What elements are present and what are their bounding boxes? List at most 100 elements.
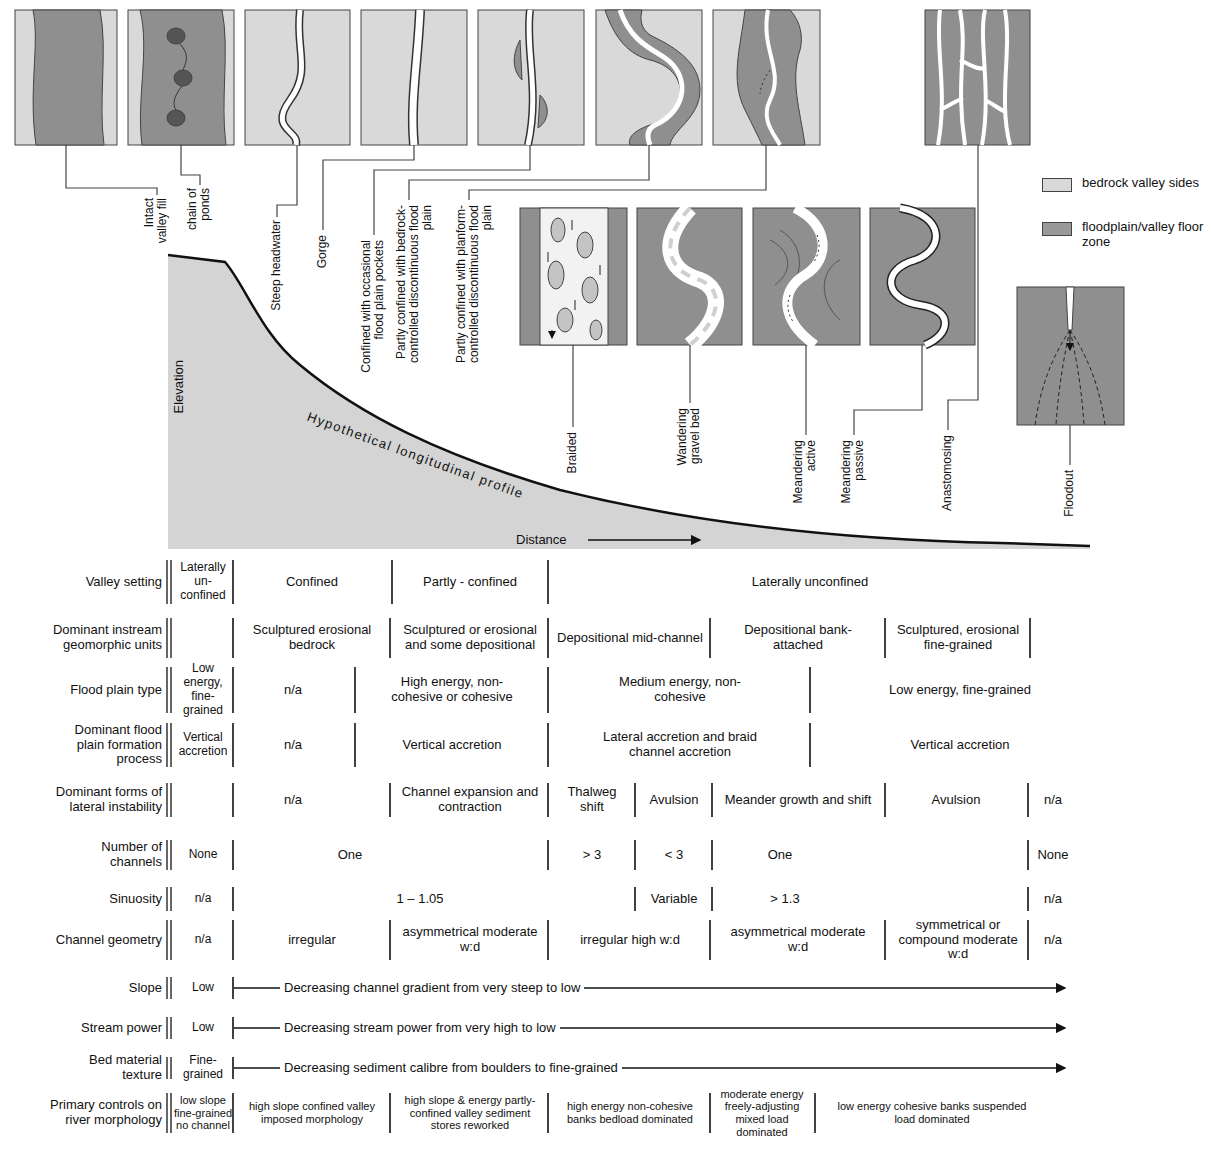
legend-text: floodplain/valley floor zone xyxy=(1082,220,1204,250)
table-cell: Medium energy, non-cohesive xyxy=(605,675,755,705)
table-dividers xyxy=(167,560,1030,1133)
divider xyxy=(634,887,636,911)
table-cell: n/a xyxy=(1031,892,1076,907)
table-cell: n/a xyxy=(172,933,234,947)
row-header: Slope xyxy=(50,981,162,996)
table-cell: Low energy, fine-grained xyxy=(172,662,234,717)
divider xyxy=(166,920,168,960)
row-header: Dominant instream geomorphic units xyxy=(50,623,162,653)
table-cell: n/a xyxy=(263,738,323,753)
trend-label: Decreasing stream power from very high t… xyxy=(280,1021,560,1036)
divider xyxy=(709,920,711,960)
table-cell: n/a xyxy=(1031,933,1076,948)
table-cell: Meander growth and shift xyxy=(723,793,873,808)
table-cell: n/a xyxy=(172,892,234,906)
table-cell: None xyxy=(172,848,234,862)
table-cell: Sculptured erosional bedrock xyxy=(237,623,387,653)
table-cell: Avulsion xyxy=(638,793,710,808)
divider xyxy=(232,840,234,870)
table-cell: n/a xyxy=(1031,793,1076,808)
divider xyxy=(884,920,886,960)
divider xyxy=(1027,887,1029,911)
divider xyxy=(634,840,636,870)
table-cell: Laterally unconfined xyxy=(660,575,960,590)
divider xyxy=(166,977,168,999)
divider xyxy=(232,1093,234,1133)
table-cell: low energy cohesive banks suspended load… xyxy=(832,1100,1032,1125)
table-cell: Laterally un-confined xyxy=(172,561,234,602)
reach-label: Intact valley fill xyxy=(143,198,169,260)
reach-label: Meandering active xyxy=(792,440,818,510)
table-cell: Depositional bank-attached xyxy=(723,623,873,653)
leader-lines xyxy=(66,145,1070,465)
divider xyxy=(166,1093,168,1133)
divider xyxy=(809,723,811,767)
reach-label: Meandering passive xyxy=(840,440,866,510)
table-cell: < 3 xyxy=(639,848,709,863)
divider xyxy=(232,560,234,604)
divider xyxy=(711,840,713,870)
divider xyxy=(547,723,549,767)
divider xyxy=(547,783,549,817)
reach-label: Braided xyxy=(566,432,579,482)
table-cell: moderate energy freely-adjusting mixed l… xyxy=(712,1088,812,1139)
table-cell: Low xyxy=(172,1021,234,1035)
table-cell: Low xyxy=(172,981,234,995)
table-cell: asymmetrical moderate w:d xyxy=(728,925,868,955)
table-cell: Sculptured, erosional fine-grained xyxy=(891,623,1026,653)
row-header: Sinuosity xyxy=(50,892,162,907)
divider xyxy=(170,1093,172,1133)
divider xyxy=(547,667,549,713)
trend-label: Decreasing sediment calibre from boulder… xyxy=(280,1061,622,1076)
divider xyxy=(232,920,234,960)
reach-label: Gorge xyxy=(316,235,329,277)
divider xyxy=(232,667,234,713)
divider xyxy=(389,783,391,817)
divider xyxy=(166,1017,168,1039)
table-cell: n/a xyxy=(263,793,323,808)
row-header: Number of channels xyxy=(50,840,162,870)
divider xyxy=(389,618,391,658)
table-cell: > 1.3 xyxy=(735,892,835,907)
legend-swatch xyxy=(1042,178,1072,192)
table-cell: low slope fine-grained no channel xyxy=(172,1094,234,1132)
divider xyxy=(232,1017,234,1039)
legend-text: bedrock valley sides xyxy=(1082,176,1204,191)
distance-arrow xyxy=(588,539,700,540)
divider xyxy=(170,723,172,767)
divider xyxy=(814,1093,816,1133)
row-header: Dominant flood plain formation process xyxy=(50,723,162,768)
divider xyxy=(232,887,234,911)
table-cell: symmetrical or compound moderate w:d xyxy=(893,918,1023,963)
divider xyxy=(170,1057,172,1079)
divider xyxy=(166,723,168,767)
table-cell: Confined xyxy=(237,575,387,590)
divider xyxy=(170,840,172,870)
divider xyxy=(166,667,168,713)
divider xyxy=(170,887,172,911)
table-cell: irregular high w:d xyxy=(560,933,700,948)
divider xyxy=(232,977,234,999)
divider xyxy=(1027,840,1029,870)
divider xyxy=(709,1093,711,1133)
divider xyxy=(232,1057,234,1079)
divider xyxy=(884,618,886,658)
table-cell: Variable xyxy=(638,892,710,907)
row-header: Flood plain type xyxy=(50,683,162,698)
divider xyxy=(170,667,172,713)
table-cell: > 3 xyxy=(557,848,627,863)
table-cell: high energy non-cohesive banks bedload d… xyxy=(555,1100,705,1125)
divider xyxy=(547,920,549,960)
table-cell: Avulsion xyxy=(891,793,1021,808)
table-cell: One xyxy=(730,848,830,863)
row-header: Valley setting xyxy=(50,575,162,590)
table-cell: High energy, non-cohesive or cohesive xyxy=(377,675,527,705)
divider xyxy=(232,618,234,658)
reach-label: Steep headwater xyxy=(270,220,283,315)
divider xyxy=(389,920,391,960)
trend-label: Distance xyxy=(512,533,571,548)
table-cell: Channel expansion and contraction xyxy=(400,785,540,815)
divider xyxy=(232,783,234,817)
divider xyxy=(166,887,168,911)
divider xyxy=(711,887,713,911)
